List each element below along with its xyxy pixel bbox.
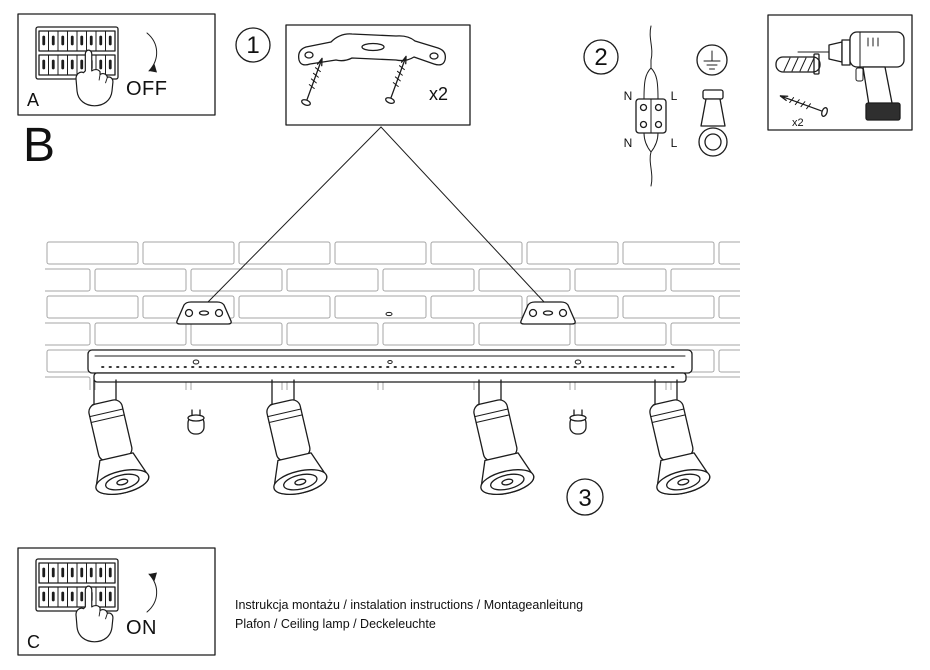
off-label: OFF — [126, 78, 168, 100]
step2-number: 2 — [594, 44, 607, 71]
wall-center-hole — [385, 311, 393, 317]
spotlight-2 — [254, 379, 330, 500]
step1-parts-box: x2 — [285, 24, 471, 126]
wire-label-l-top: L — [671, 89, 678, 103]
step3-number: 3 — [578, 485, 591, 512]
terminal-block-icon — [635, 98, 667, 134]
power-wire-icon — [643, 25, 659, 187]
switch-up-arrow-icon — [146, 572, 158, 613]
lamp-rail — [87, 349, 693, 383]
step1-badge: 1 — [235, 27, 271, 63]
step3-badge: 3 — [566, 478, 604, 516]
mounting-bracket-icon — [298, 33, 446, 66]
spotlight-4 — [637, 379, 713, 500]
ceiling-bracket-right-icon — [520, 301, 576, 325]
breaker-panel-icon — [34, 25, 120, 81]
wire-label-n-top: N — [624, 89, 633, 103]
leader-lines — [206, 126, 546, 304]
step1-number: 1 — [246, 32, 259, 59]
tools-quantity: x2 — [792, 117, 804, 129]
tools-box: x2 — [767, 14, 913, 131]
footer-line2: Plafon / Ceiling lamp / Deckeleuchte — [235, 617, 436, 631]
on-label: ON — [126, 617, 157, 639]
panel-a-label: A — [27, 90, 39, 110]
wire-label-n-bottom: N — [624, 136, 633, 150]
spotlight-3 — [461, 379, 537, 500]
wiring-diagram: N L N L — [624, 25, 728, 187]
spotlight-1 — [76, 379, 152, 500]
drill-icon — [797, 31, 905, 121]
cover-knob-left-icon — [187, 409, 205, 435]
ceiling-bracket-left-icon — [176, 301, 232, 325]
wall-anchor-icon — [775, 53, 821, 75]
power-on-box: C ON — [17, 547, 216, 656]
ceiling-hook-icon — [698, 89, 728, 157]
power-off-box: A OFF — [17, 13, 216, 116]
footer-line1: Instrukcja montażu / instalation instruc… — [235, 598, 583, 612]
wire-label-l-bottom: L — [671, 136, 678, 150]
step1-quantity: x2 — [429, 84, 448, 104]
panel-c-label: C — [27, 632, 40, 652]
step2-badge: 2 — [583, 39, 619, 75]
footer: Instrukcja montażu / instalation instruc… — [235, 598, 583, 631]
breaker-panel-icon — [34, 557, 120, 613]
cover-knob-right-icon — [569, 409, 587, 435]
ground-symbol-icon — [696, 44, 728, 76]
section-label: B — [23, 119, 55, 172]
switch-down-arrow-icon — [146, 32, 158, 73]
